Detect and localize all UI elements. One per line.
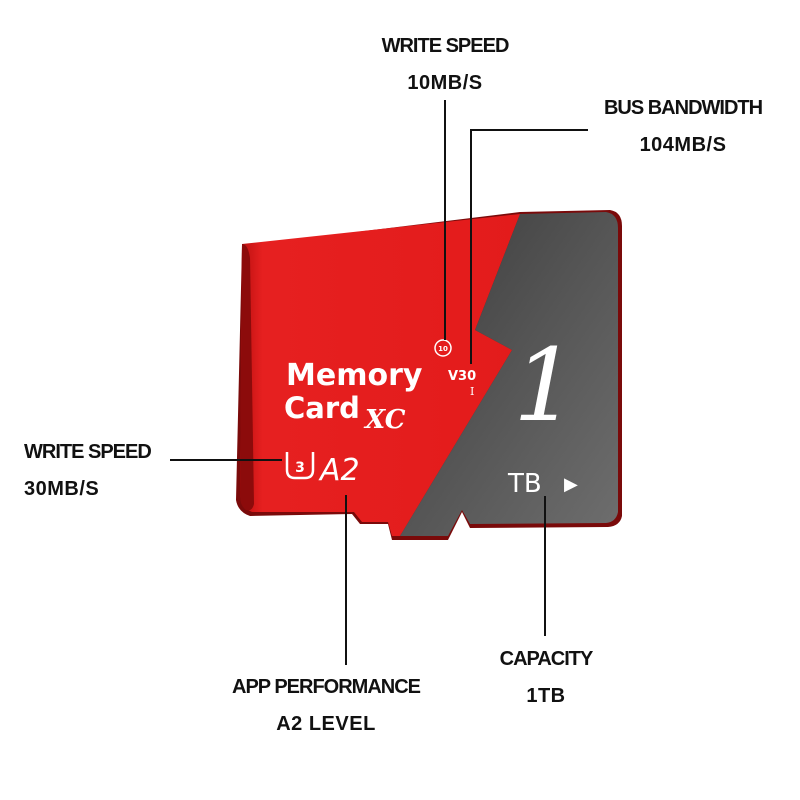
brand-line2: Card — [284, 391, 360, 425]
class10-icon — [434, 339, 452, 357]
capacity-title: CAPACITY — [499, 648, 594, 670]
capacity-number: 1 — [513, 327, 577, 444]
u3-number: 3 — [295, 460, 305, 476]
write-speed-left-title: WRITE SPEED — [24, 441, 152, 463]
v30-mark: V30 — [448, 369, 476, 384]
card-left-edge — [240, 244, 254, 511]
app-performance-value: A2 LEVEL — [276, 713, 376, 735]
card-gray-face — [400, 212, 618, 536]
callout-write-speed-top: WRITE SPEED 10MB/S — [370, 35, 520, 95]
leader-capacity — [544, 496, 546, 636]
leader-app-performance — [345, 495, 347, 665]
u3-icon — [285, 452, 315, 480]
write-speed-top-value: 10MB/S — [407, 72, 483, 94]
callout-write-speed-left: WRITE SPEED 30MB/S — [24, 441, 152, 501]
app-performance-title: APP PERFORMANCE — [232, 676, 421, 698]
a2-mark: A2 — [318, 453, 360, 488]
leader-write-speed-top — [444, 100, 446, 340]
xc-logo: XC — [363, 405, 406, 435]
write-speed-left-value: 30MB/S — [24, 478, 100, 500]
write-speed-top-title: WRITE SPEED — [381, 35, 510, 57]
card-red-face — [240, 214, 520, 536]
callout-app-performance: APP PERFORMANCE A2 LEVEL — [212, 676, 440, 736]
leader-write-speed-left — [170, 459, 282, 461]
capacity-value: 1TB — [526, 685, 566, 707]
leader-bus-bandwidth-v — [470, 129, 472, 364]
brand-line1: Memory — [286, 358, 423, 393]
play-arrow-icon: ▶ — [564, 474, 578, 495]
bus-bandwidth-title: BUS BANDWIDTH — [603, 97, 763, 119]
callout-capacity: CAPACITY 1TB — [485, 648, 607, 708]
uhs-bus-mark: I — [470, 385, 474, 398]
class10-number: 10 — [438, 345, 448, 353]
leader-bus-bandwidth-h — [470, 129, 588, 131]
capacity-unit: TB — [507, 469, 542, 499]
callout-bus-bandwidth: BUS BANDWIDTH 104MB/S — [588, 97, 778, 157]
bus-bandwidth-value: 104MB/S — [639, 134, 727, 156]
